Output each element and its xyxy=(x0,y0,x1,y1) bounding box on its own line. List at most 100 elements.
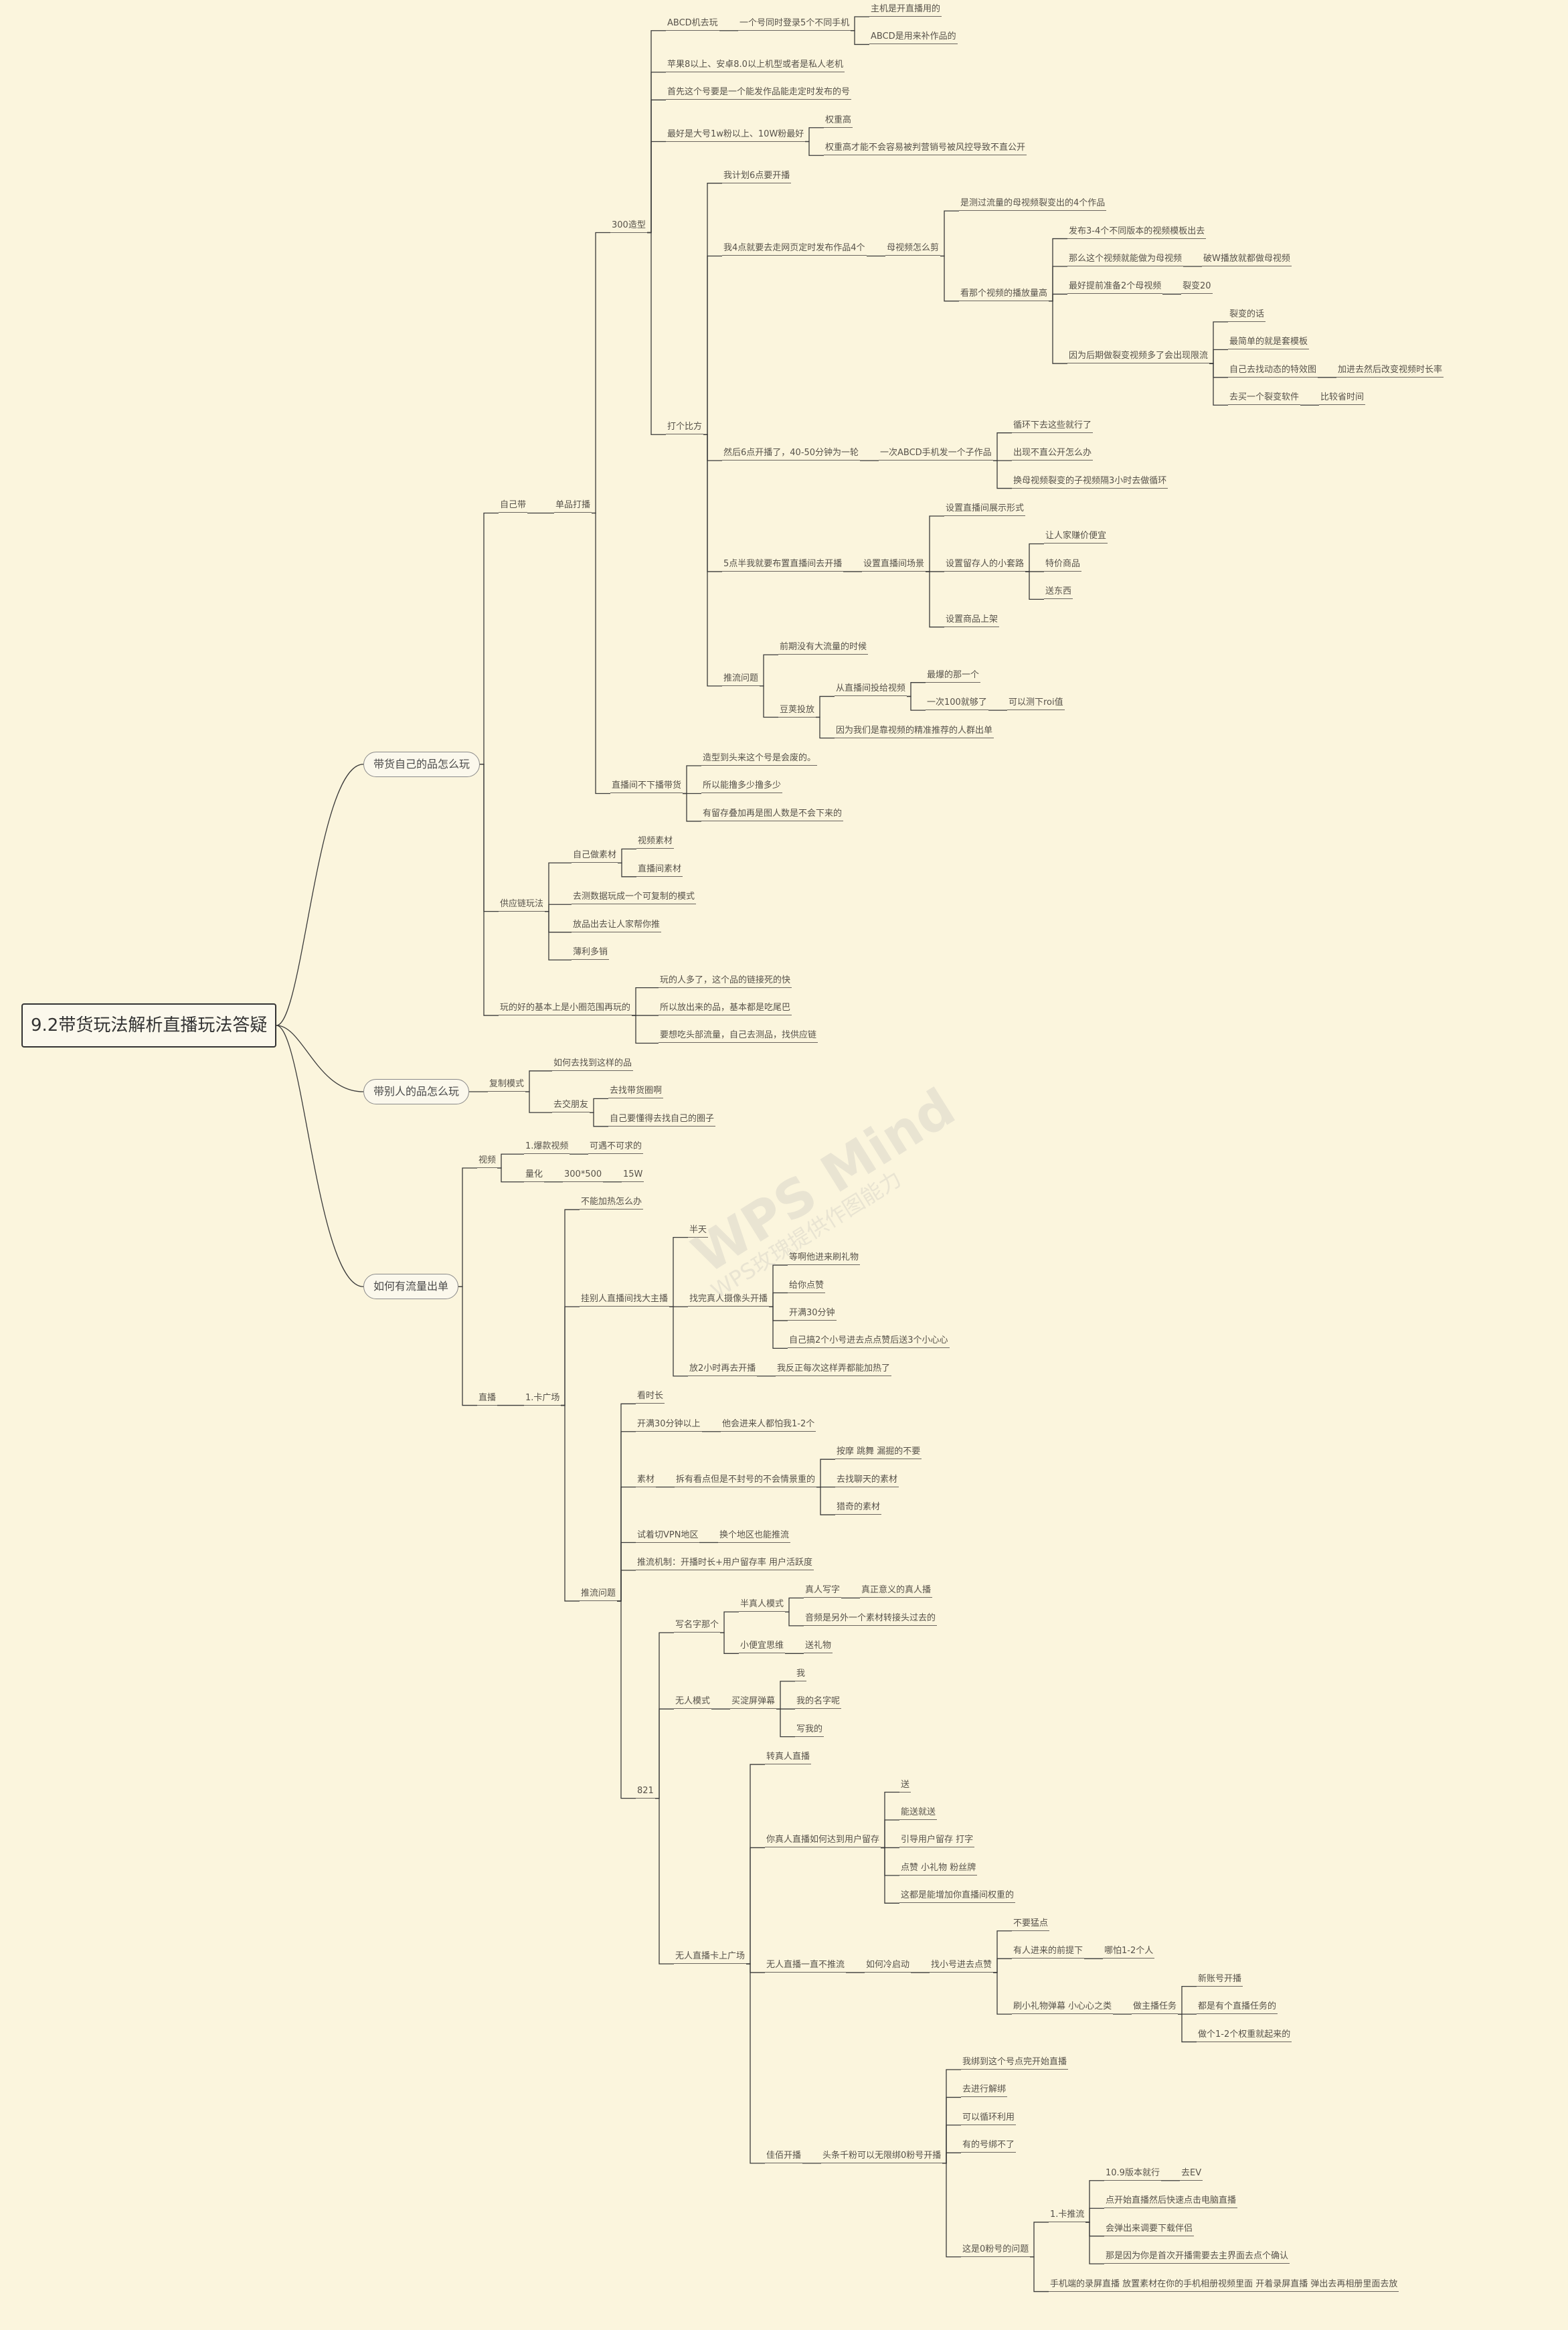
topic-node[interactable]: 打个比方 xyxy=(666,422,704,435)
topic-node[interactable]: 苹果8以上、安卓8.0以上机型或者是私人老机 xyxy=(666,60,845,72)
topic-node[interactable]: 首先这个号要是一个能发作品能走定时发布的号 xyxy=(666,87,852,100)
topic-node[interactable]: 去EV xyxy=(1180,2168,1203,2181)
topic-node[interactable]: 复制模式 xyxy=(488,1079,526,1092)
topic-node[interactable]: 加进去然后改变视频时长率 xyxy=(1336,365,1444,378)
root-topic[interactable]: 9.2带货玩法解析直播玩法答疑 xyxy=(21,1003,277,1048)
topic-node[interactable]: 自己搞2个小号进去点点赞后送3个小心心 xyxy=(788,1335,950,1349)
main-branch-node[interactable]: 如何有流量出单 xyxy=(363,1274,459,1300)
topic-node[interactable]: 给你点赞 xyxy=(788,1280,826,1293)
topic-node[interactable]: 他会进来人都怕我1-2个 xyxy=(721,1419,816,1432)
topic-node[interactable]: 所以放出来的品，基本都是吃尾巴 xyxy=(659,1003,792,1016)
topic-node[interactable]: 去买一个裂变软件 xyxy=(1228,392,1301,406)
topic-node[interactable]: 素材 xyxy=(636,1475,657,1487)
topic-node[interactable]: 单品打播 xyxy=(554,500,592,513)
topic-node[interactable]: 这都是能增加你直播间权重的 xyxy=(899,1890,1016,1904)
topic-node[interactable]: 量化 xyxy=(524,1169,545,1182)
topic-node[interactable]: 10.9版本就行 xyxy=(1104,2168,1161,2181)
topic-node[interactable]: 要想吃头部流量，自己去测品，找供应链 xyxy=(659,1030,818,1044)
topic-node[interactable]: 权重高才能不会容易被判营销号被风控导致不直公开 xyxy=(824,143,1027,156)
topic-node[interactable]: 推流问题 xyxy=(580,1588,618,1601)
topic-node[interactable]: 发布3-4个不同版本的视频模板出去 xyxy=(1067,226,1207,239)
topic-node[interactable]: 自己去找动态的特效图 xyxy=(1228,365,1318,378)
topic-node[interactable]: 母视频怎么剪 xyxy=(885,243,941,256)
topic-node[interactable]: 音频是另外一个素材转接头过去的 xyxy=(804,1613,938,1626)
topic-node[interactable]: 设置商品上架 xyxy=(944,614,1000,627)
topic-node[interactable]: 我 xyxy=(795,1669,807,1681)
topic-node[interactable]: 1.卡推流 xyxy=(1049,2210,1086,2222)
topic-node[interactable]: ABCD机去玩 xyxy=(666,18,719,31)
topic-node[interactable]: 薄利多销 xyxy=(572,947,610,961)
topic-node[interactable]: 豆荚投放 xyxy=(778,705,816,718)
main-branch-node[interactable]: 带货自己的品怎么玩 xyxy=(363,751,481,777)
topic-node[interactable]: 头条千粉可以无限绑0粉号开播 xyxy=(821,2151,943,2163)
topic-node[interactable]: 特价商品 xyxy=(1044,559,1082,572)
topic-node[interactable]: 因为我们是靠视频的精准推荐的人群出单 xyxy=(835,726,994,738)
topic-node[interactable]: 循环下去这些就行了 xyxy=(1012,420,1094,433)
topic-node[interactable]: 有留存叠加再是图人数是不会下来的 xyxy=(701,809,844,821)
topic-node[interactable]: 推流问题 xyxy=(722,673,760,686)
topic-node[interactable]: 换个地区也能推流 xyxy=(718,1530,791,1543)
topic-node[interactable]: 一个号同时登录5个不同手机 xyxy=(738,18,851,31)
topic-node[interactable]: 去测数据玩成一个可复制的模式 xyxy=(572,892,697,905)
topic-node[interactable]: 有人进来的前提下 xyxy=(1012,1946,1085,1959)
topic-node[interactable]: 开满30分钟以上 xyxy=(636,1419,702,1432)
topic-node[interactable]: 开满30分钟 xyxy=(788,1308,837,1321)
topic-node[interactable]: 会弹出来调要下载伴侣 xyxy=(1104,2224,1195,2236)
topic-node[interactable]: 推流机制：开播时长+用户留存率 用户活跃度 xyxy=(636,1558,814,1570)
topic-node[interactable]: 拆有看点但是不封号的不会情景重的 xyxy=(675,1475,817,1487)
topic-node[interactable]: 主机是开直播用的 xyxy=(869,4,942,17)
topic-node[interactable]: 买淀屏弹幕 xyxy=(730,1696,777,1710)
topic-node[interactable]: 最爆的那一个 xyxy=(926,670,981,683)
topic-node[interactable]: 看时长 xyxy=(636,1391,665,1404)
topic-node[interactable]: 5点半我就要布置直播间去开播 xyxy=(722,559,844,572)
topic-node[interactable]: 1.爆款视频 xyxy=(524,1141,570,1155)
topic-node[interactable]: 所以能撸多少撸多少 xyxy=(701,780,783,794)
topic-node[interactable]: 无人直播一直不推流 xyxy=(765,1960,847,1973)
topic-node[interactable]: 引导用户留存 打字 xyxy=(899,1835,975,1848)
topic-node[interactable]: 我绑到这个号点完开始直播 xyxy=(961,2057,1069,2070)
topic-node[interactable]: 玩的好的基本上是小圈范围再玩的 xyxy=(499,1003,632,1016)
topic-node[interactable]: 手机端的录屏直播 放置素材在你的手机相册视频里面 开着录屏直播 弹出去再相册里面… xyxy=(1049,2279,1399,2292)
topic-node[interactable]: 如何冷启动 xyxy=(865,1960,911,1973)
topic-node[interactable]: 裂变的话 xyxy=(1228,309,1266,322)
topic-node[interactable]: 佳佰开播 xyxy=(765,2151,803,2163)
topic-node[interactable]: 那是因为你是首次开播需要去主界面去点个确认 xyxy=(1104,2251,1290,2264)
topic-node[interactable]: 直播间不下播带货 xyxy=(610,780,683,794)
topic-node[interactable]: 做主播任务 xyxy=(1132,2001,1179,2015)
topic-node[interactable]: 300*500 xyxy=(563,1169,604,1182)
topic-node[interactable]: 供应链玩法 xyxy=(499,899,545,912)
topic-node[interactable]: 半天 xyxy=(688,1225,709,1238)
topic-node[interactable]: 自己带 xyxy=(499,500,528,513)
topic-node[interactable]: 能送就送 xyxy=(899,1807,938,1820)
topic-node[interactable]: 最简单的就是套模板 xyxy=(1228,337,1310,350)
topic-node[interactable]: 无人模式 xyxy=(674,1696,712,1710)
topic-node[interactable]: 找完真人摄像头开播 xyxy=(688,1294,770,1307)
topic-node[interactable]: 去找带货圈啊 xyxy=(608,1086,664,1099)
topic-node[interactable]: 直播 xyxy=(477,1393,498,1406)
topic-node[interactable]: 我的名字呢 xyxy=(795,1696,842,1710)
topic-node[interactable]: 然后6点开播了，40-50分钟为一轮 xyxy=(722,448,861,461)
topic-node[interactable]: 可以循环利用 xyxy=(961,2112,1017,2125)
topic-node[interactable]: 放品出去让人家帮你推 xyxy=(572,920,662,932)
topic-node[interactable]: ABCD是用来补作品的 xyxy=(869,31,958,45)
topic-node[interactable]: 可遇不可求的 xyxy=(588,1141,644,1155)
topic-node[interactable]: 写我的 xyxy=(795,1724,824,1737)
topic-node[interactable]: 821 xyxy=(636,1786,655,1799)
topic-node[interactable]: 挂别人直播间找大主播 xyxy=(580,1294,670,1307)
topic-node[interactable]: 自己要懂得去找自己的圈子 xyxy=(608,1114,716,1127)
topic-node[interactable]: 设置直播间展示形式 xyxy=(944,503,1026,517)
topic-node[interactable]: 玩的人多了，这个品的链接死的快 xyxy=(659,975,792,988)
topic-node[interactable]: 权重高 xyxy=(824,115,853,128)
topic-node[interactable]: 送 xyxy=(899,1780,911,1793)
topic-node[interactable]: 造型到头来这个号是会废的。 xyxy=(701,753,818,766)
topic-node[interactable]: 换母视频裂变的子视频隔3小时去做循环 xyxy=(1012,476,1168,489)
topic-node[interactable]: 15W xyxy=(622,1169,644,1182)
topic-node[interactable]: 如何去找到这样的品 xyxy=(552,1058,634,1071)
topic-node[interactable]: 真正意义的真人播 xyxy=(860,1585,933,1598)
topic-node[interactable]: 是测过流量的母视频裂变出的4个作品 xyxy=(959,198,1107,212)
topic-node[interactable]: 哪怕1-2个人 xyxy=(1103,1946,1155,1959)
topic-node[interactable]: 做个1-2个权重就起来的 xyxy=(1197,2029,1292,2042)
topic-node[interactable]: 让人家赚价便宜 xyxy=(1044,531,1108,544)
topic-node[interactable]: 裂变20 xyxy=(1181,281,1213,295)
topic-node[interactable]: 点赞 小礼物 粉丝牌 xyxy=(899,1863,978,1876)
